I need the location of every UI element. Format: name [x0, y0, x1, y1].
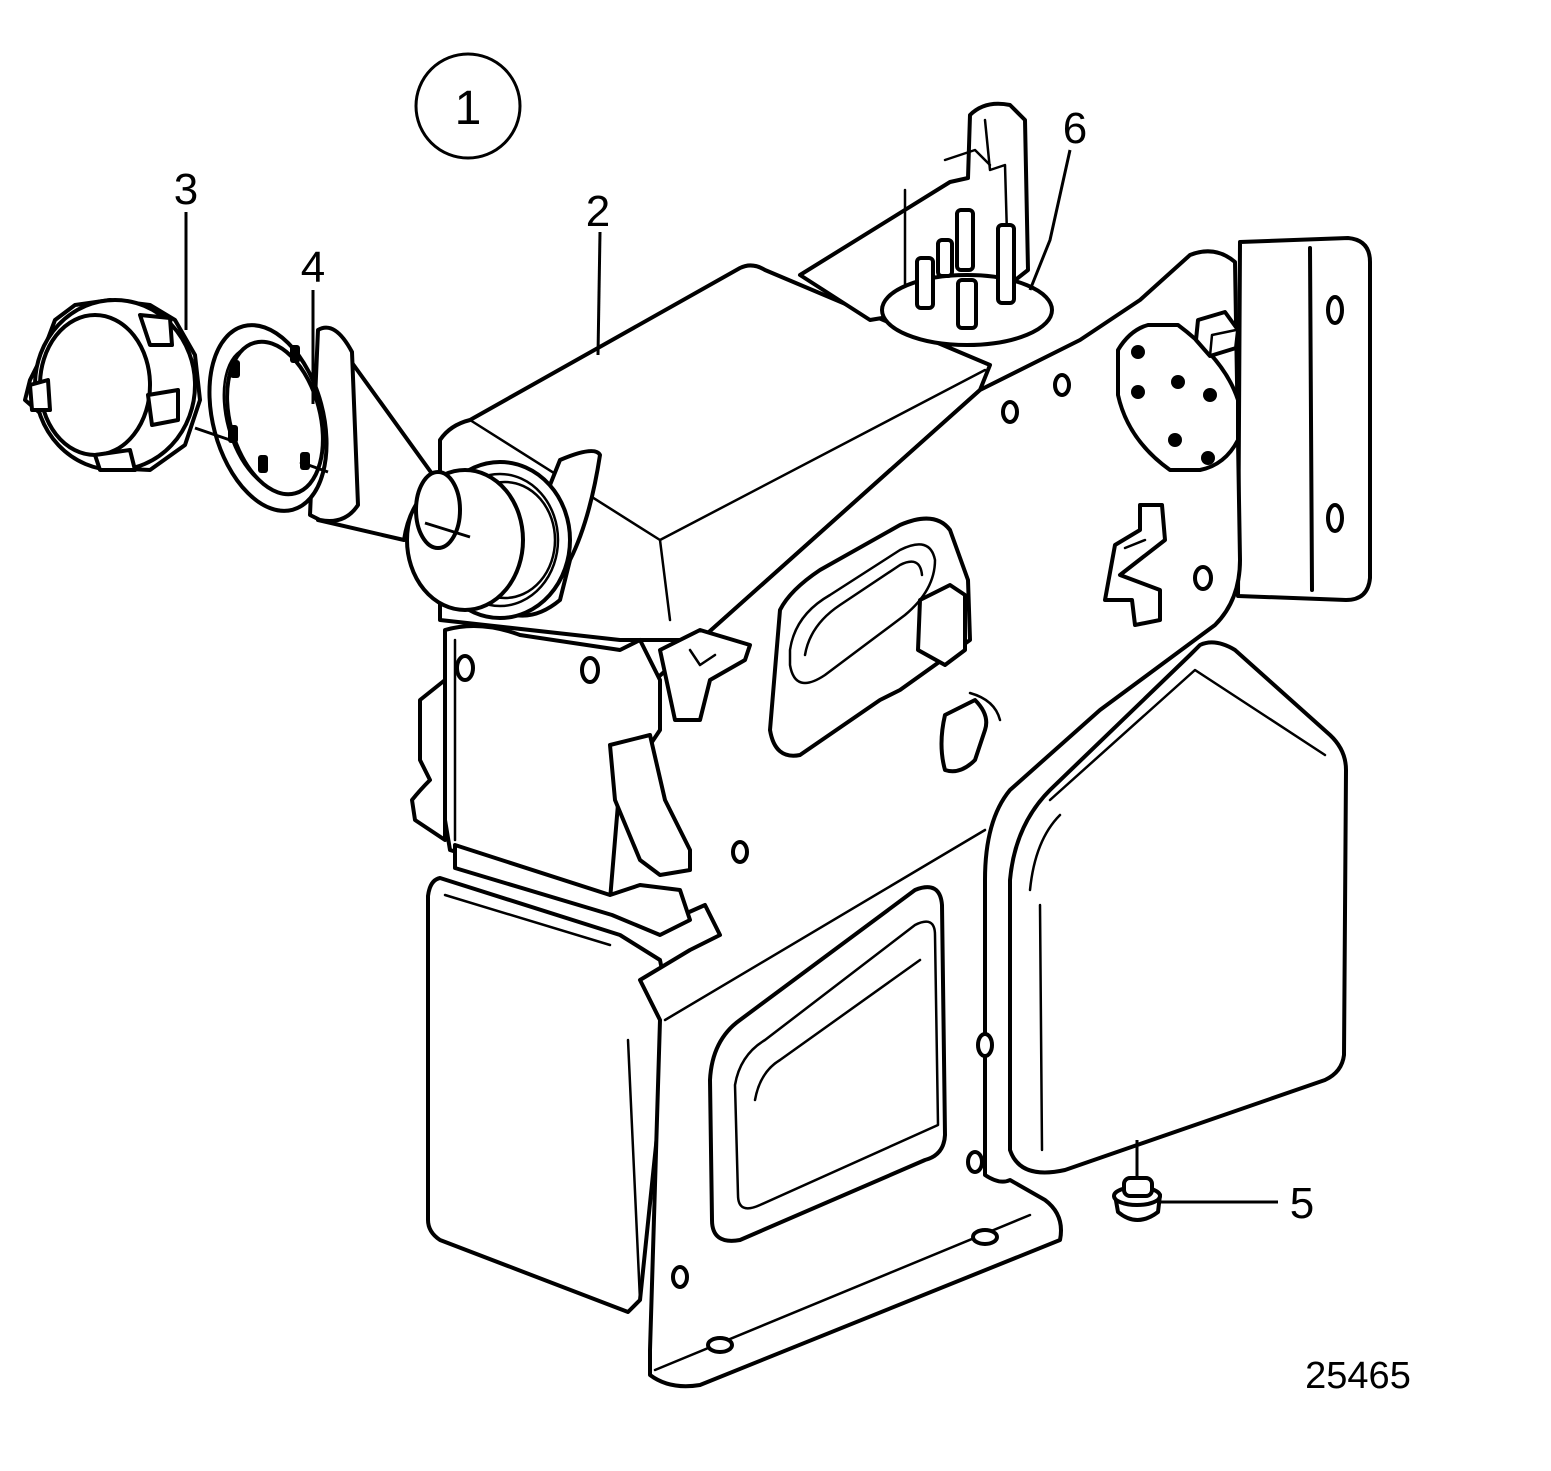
plate-hook [939, 691, 1002, 774]
plate-cross-bracket [1103, 503, 1167, 627]
callout-3: 3 [174, 165, 198, 214]
filler-neck [405, 449, 602, 620]
view-number-marker: 1 [414, 52, 522, 160]
callout-5: 5 [1290, 1179, 1314, 1228]
filler-pipe [308, 325, 462, 550]
drawing-number: 25465 [1305, 1355, 1411, 1397]
level-sensor [880, 208, 1054, 347]
view-number: 1 [455, 82, 482, 135]
filler-ring [207, 323, 329, 513]
plate-window [708, 885, 947, 1243]
assembly-axis [194, 426, 471, 539]
tank-right-box [1008, 640, 1348, 1175]
plate-slot [768, 516, 972, 758]
hex-bolt [1194, 310, 1240, 358]
mounting-bracket [1236, 236, 1372, 602]
callout-4: 4 [301, 243, 325, 292]
callout-2: 2 [586, 187, 610, 236]
callout-6: 6 [1063, 104, 1087, 153]
callout-labels: 3 4 2 6 5 [174, 104, 1314, 1228]
filler-cap [23, 298, 202, 472]
mounting-flange [1116, 323, 1240, 472]
drain-plug [1112, 1176, 1162, 1222]
side-bracket [410, 583, 967, 937]
leader-lines [184, 149, 1278, 1204]
tank-lower-body [426, 876, 672, 1314]
